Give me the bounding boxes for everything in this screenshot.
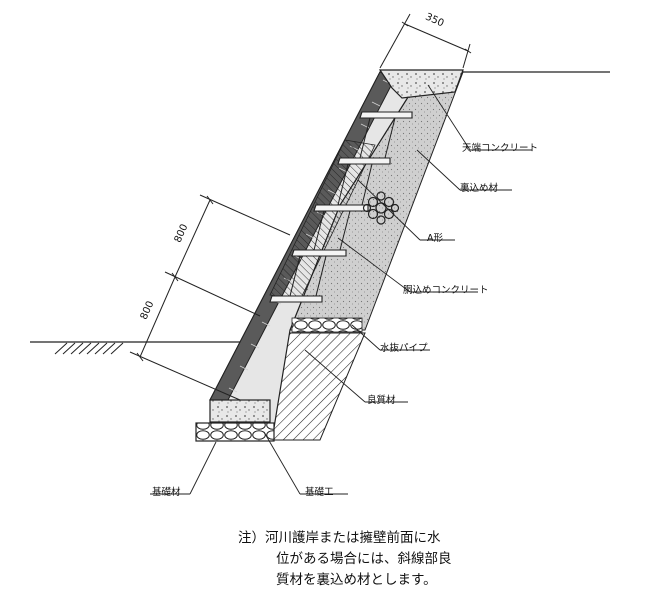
label-foundation-material: 基礎材 xyxy=(152,487,181,498)
note-line-1: 注）河川護岸または擁壁前面に水 xyxy=(238,530,441,546)
label-back-fill: 裏込め材 xyxy=(460,183,499,194)
label-body-fill-concrete: 胴込めコンクリート xyxy=(403,285,489,296)
a-shape-ribs xyxy=(289,117,396,297)
label-coping-concrete: 天端コンクリート xyxy=(462,143,539,154)
note-line-2: 位がある場合には、斜線部良 xyxy=(276,551,452,567)
coping-concrete xyxy=(378,69,464,99)
foundation-material xyxy=(195,422,275,442)
label-a-shape: A形 xyxy=(427,233,443,244)
label-good-material: 良質材 xyxy=(367,395,396,406)
dimension-350 xyxy=(379,13,472,69)
weep-pipe-rubble xyxy=(291,317,363,333)
leader-lines xyxy=(150,84,532,495)
ground-lines xyxy=(30,71,610,355)
label-foundation-work: 基礎工 xyxy=(305,487,334,498)
label-weep-pipe: 水抜パイプ xyxy=(380,343,428,354)
foundation-work xyxy=(209,399,271,423)
dimension-800 xyxy=(129,194,291,401)
note-line-3: 質材を裏込め材とします。 xyxy=(276,572,437,588)
a-shape-blocks xyxy=(269,111,413,303)
